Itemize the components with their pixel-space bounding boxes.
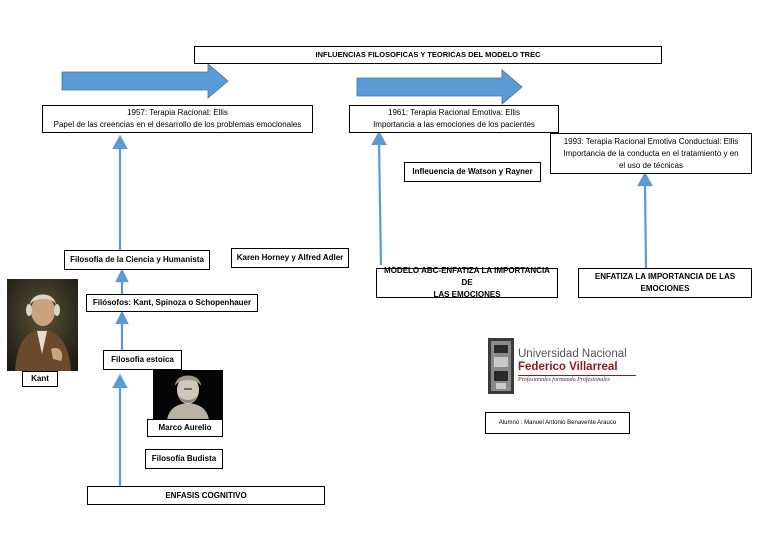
box-enfatiza: ENFATIZA LA IMPORTANCIA DE LAS EMOCIONES <box>578 268 752 298</box>
box-ciencia: Filosofía de la Ciencia y Humanista <box>64 250 210 270</box>
box-1993-line1: 1993: Terapia Racional Emotiva Conductua… <box>563 136 739 146</box>
box-1993: 1993: Terapia Racional Emotiva Conductua… <box>550 133 752 174</box>
page-title: INFLUENCIAS FILOSOFICAS Y TEORICAS DEL M… <box>194 46 662 64</box>
box-kant: Kant <box>22 371 58 387</box>
box-horney: Karen Horney y Alfred Adler <box>231 248 349 268</box>
arrow-enfatiza-to-1993 <box>643 183 648 269</box>
university-name-line1: Universidad Nacional <box>518 348 627 360</box>
box-abc-line2: LAS EMOCIONES <box>433 290 501 299</box>
block-arrow-left <box>61 63 229 99</box>
box-budista: Filosofía Budista <box>145 449 223 469</box>
university-divider <box>518 375 636 376</box>
box-marco-aurelio: Marco Aurelio <box>147 419 223 437</box>
box-1961-line2: Importancia a las emociones de los pacie… <box>373 120 535 129</box>
box-1993-line3: el uso de técnicas <box>618 160 684 170</box>
box-enfatiza-line2: EMOCIONES <box>640 284 690 293</box>
box-abc-line1: MODELO ABC-ENFATIZA LA IMPORTANCIA DE <box>384 266 550 287</box>
university-crest-icon <box>488 338 514 394</box>
kant-portrait <box>7 279 78 371</box>
box-abc: MODELO ABC-ENFATIZA LA IMPORTANCIA DE LA… <box>376 266 558 299</box>
arrow-abc-to-1961 <box>377 142 383 266</box>
box-1961: 1961: Terapia Racional Emotiva: Ellis Im… <box>349 105 559 133</box>
box-1993-line2: Importancia de la conducta en el tratami… <box>563 148 739 158</box>
box-1957-line2: Papel de las creencias en el desarrollo … <box>53 120 302 129</box>
box-1957-line1: 1957: Terapia Racional: Ellis <box>127 108 228 117</box>
box-estoica: Filosofía estoica <box>103 350 182 370</box>
box-watson: Infleuencia de Watson y Rayner <box>404 162 541 182</box>
box-1961-line1: 1961: Terapia Racional Emotiva: Ellis <box>388 108 520 117</box>
marco-aurelio-bust <box>153 370 223 420</box>
block-arrow-right <box>356 69 523 105</box>
box-filosofos: Filósofos: Kant, Spinoza o Schopenhauer <box>86 294 258 312</box>
university-motto: Profesionales formando Profesionales <box>518 377 610 383</box>
box-enfasis: ENFASIS COGNITIVO <box>87 486 325 505</box>
university-logo: Universidad Nacional Federico Villarreal… <box>487 337 637 395</box>
university-name-line2: Federico Villarreal <box>518 361 618 373</box>
box-enfatiza-line1: ENFATIZA LA IMPORTANCIA DE LAS <box>594 272 736 281</box>
box-alumno: Alumno : Manuel Antonio Benavente Arauco <box>485 412 630 434</box>
box-1957: 1957: Terapia Racional: Ellis Papel de l… <box>42 105 313 133</box>
